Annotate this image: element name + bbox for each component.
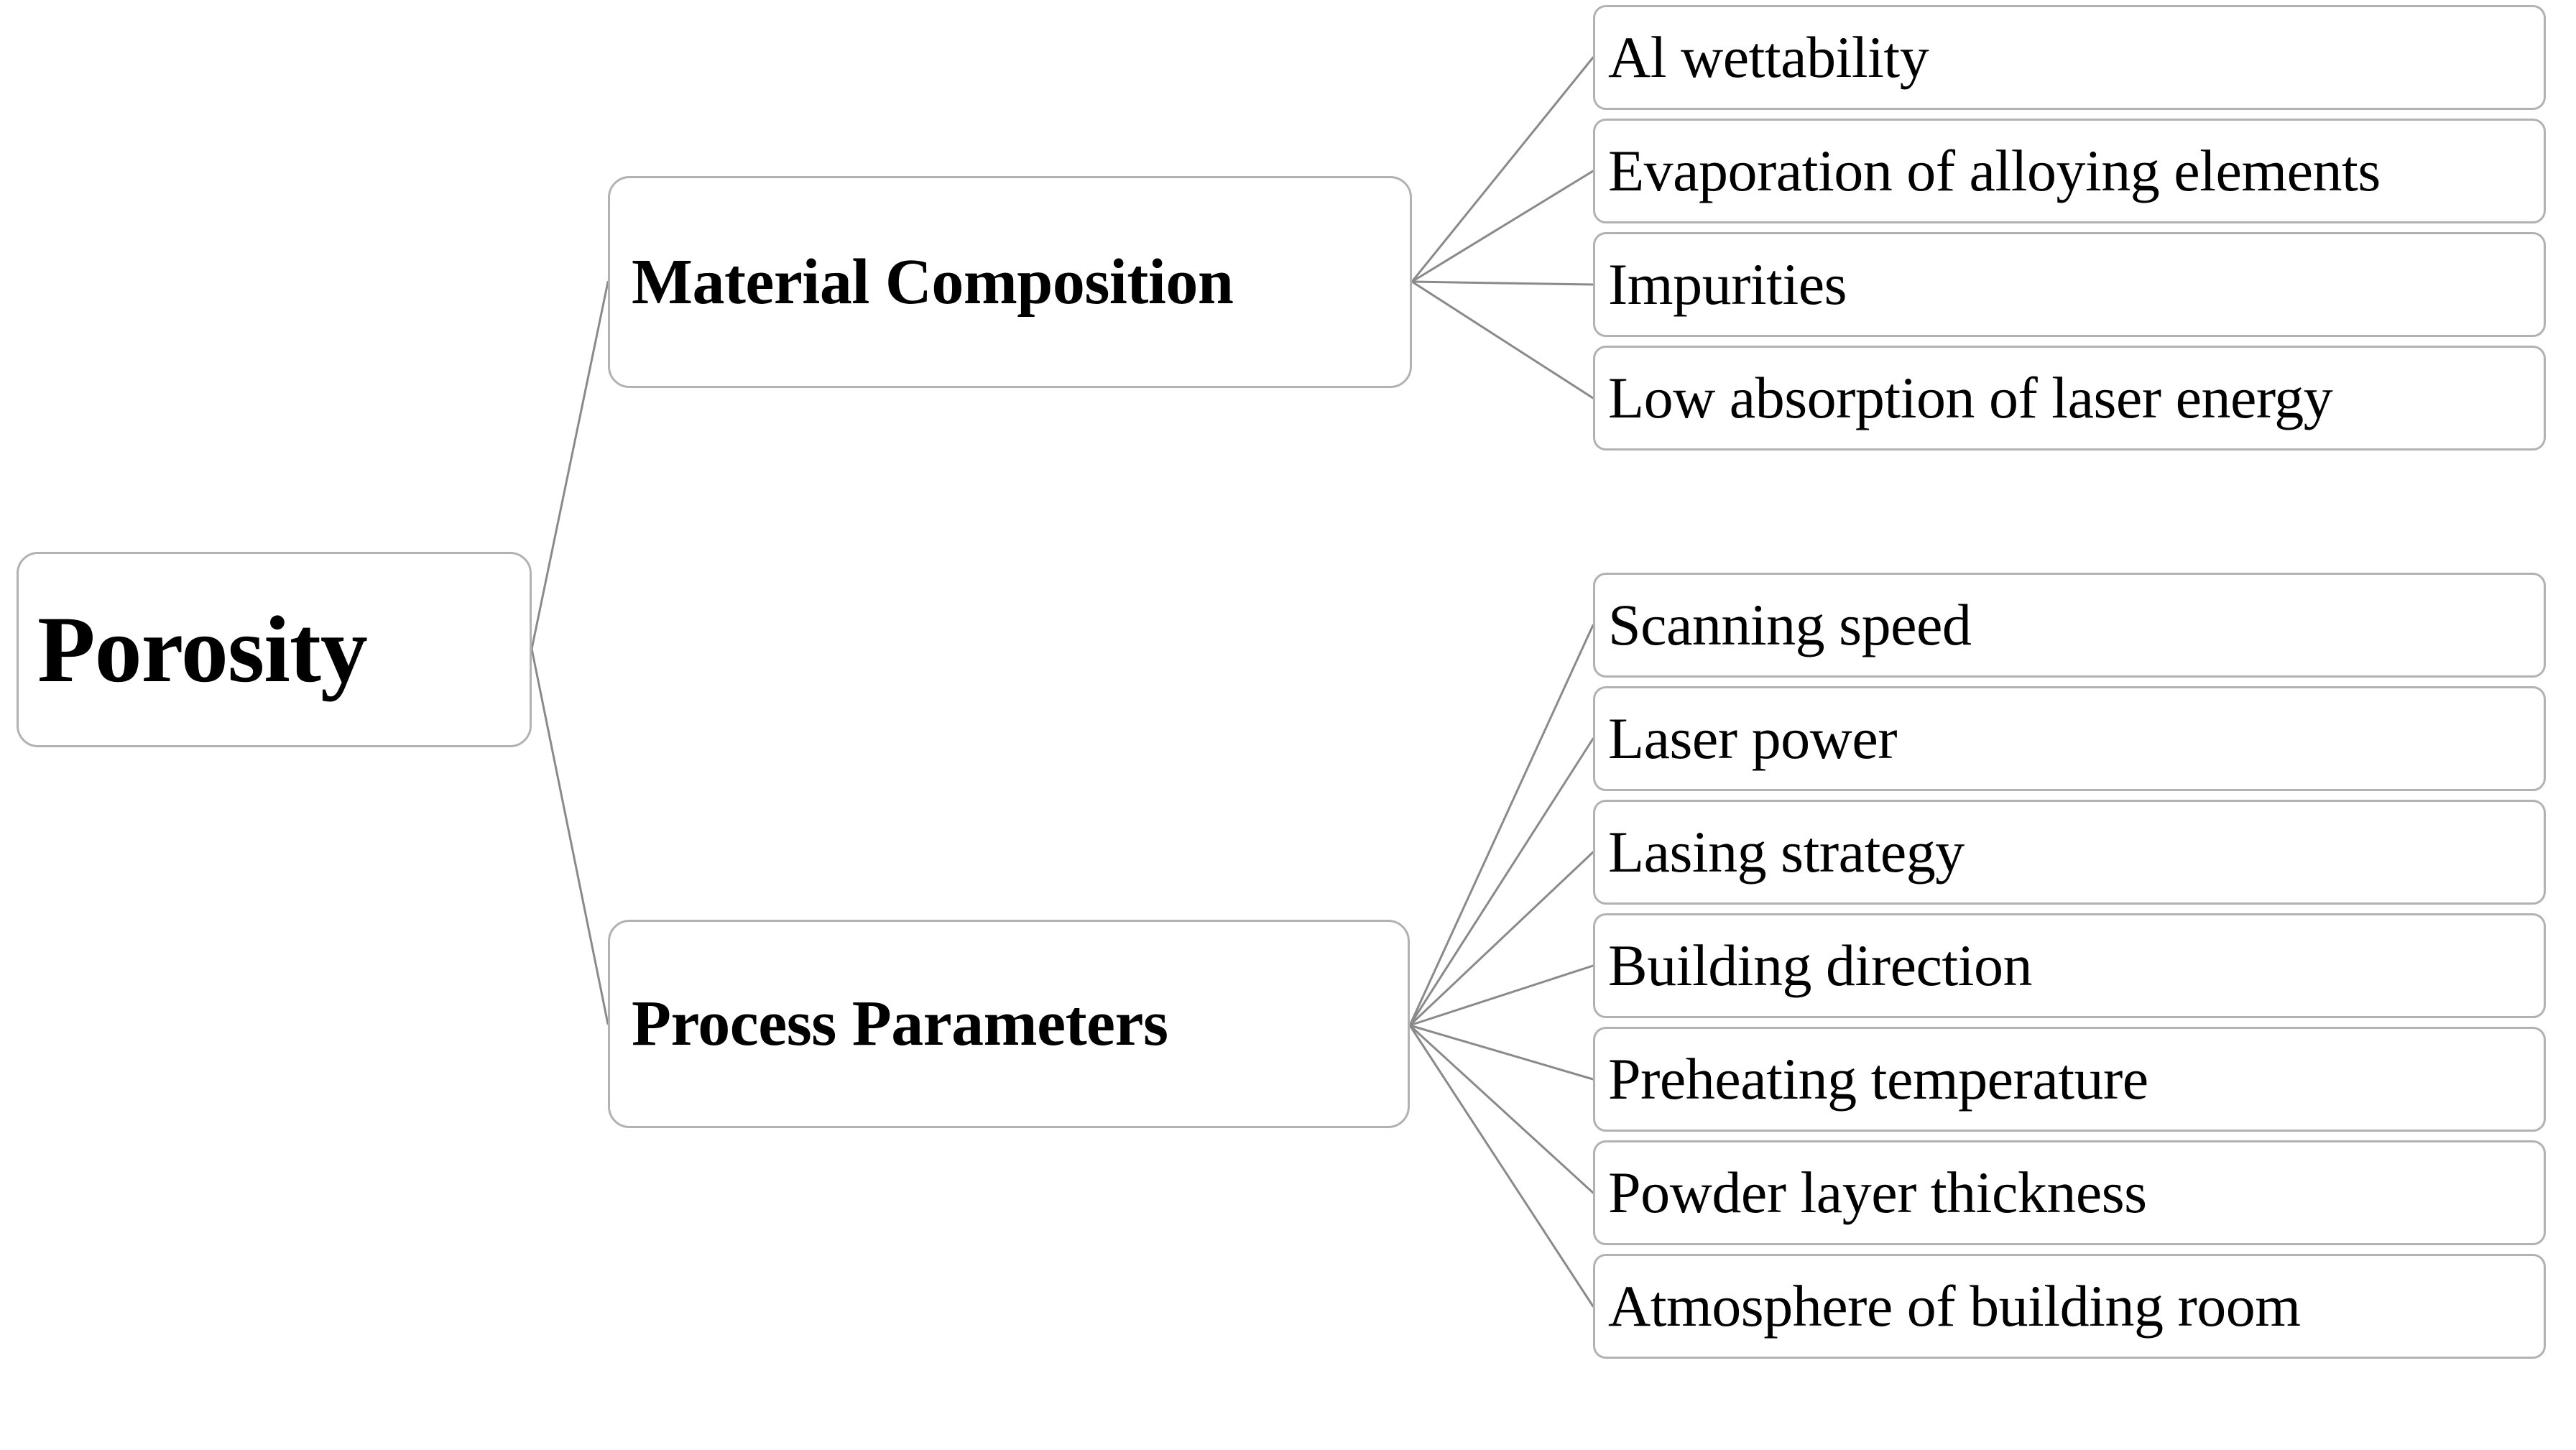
edge-root-to-material-composition (530, 281, 609, 650)
edge-process-parameters-to-scanning-speed (1408, 624, 1594, 1027)
branch-node-process-parameters-label: Process Parameters (632, 988, 1168, 1059)
leaf-node-scanning-speed[interactable]: Scanning speed (1593, 573, 2546, 678)
leaf-node-lasing-strategy[interactable]: Lasing strategy (1593, 800, 2546, 905)
leaf-node-lasing-strategy-label: Lasing strategy (1608, 819, 1965, 885)
leaf-node-laser-power-label: Laser power (1608, 706, 1898, 771)
branch-node-material-composition[interactable]: Material Composition (608, 176, 1412, 388)
leaf-node-building-direction[interactable]: Building direction (1593, 913, 2546, 1018)
root-node-porosity-label: Porosity (37, 596, 368, 702)
leaf-node-laser-power[interactable]: Laser power (1593, 686, 2546, 791)
root-node-porosity[interactable]: Porosity (17, 552, 532, 747)
leaf-node-preheating-temperature[interactable]: Preheating temperature (1593, 1027, 2546, 1132)
edge-material-composition-to-impurities (1411, 280, 1594, 286)
leaf-node-low-absorption-of-laser-energy-label: Low absorption of laser energy (1608, 365, 2333, 430)
branch-node-process-parameters[interactable]: Process Parameters (608, 920, 1410, 1128)
leaf-node-atmosphere-of-building-room[interactable]: Atmosphere of building room (1593, 1254, 2546, 1359)
edge-process-parameters-to-lasing-strategy (1408, 851, 1594, 1027)
leaf-node-impurities[interactable]: Impurities (1593, 232, 2546, 337)
leaf-node-al-wettability[interactable]: Al wettability (1593, 5, 2546, 110)
edge-material-composition-to-low-absorption-of-laser-energy (1411, 280, 1594, 400)
leaf-node-scanning-speed-label: Scanning speed (1608, 592, 1972, 657)
edge-root-to-process-parameters (530, 647, 609, 1025)
edge-process-parameters-to-atmosphere-of-building-room (1408, 1024, 1594, 1308)
leaf-node-al-wettability-label: Al wettability (1608, 24, 1929, 90)
leaf-node-evaporation-of-alloying-elements[interactable]: Evaporation of alloying elements (1593, 119, 2546, 223)
edge-material-composition-to-evaporation-of-alloying-elements (1411, 170, 1594, 283)
leaf-node-atmosphere-of-building-room-label: Atmosphere of building room (1608, 1273, 2301, 1339)
leaf-node-impurities-label: Impurities (1608, 251, 1847, 317)
leaf-node-powder-layer-thickness-label: Powder layer thickness (1608, 1160, 2147, 1225)
leaf-node-evaporation-of-alloying-elements-label: Evaporation of alloying elements (1608, 138, 2381, 203)
leaf-node-building-direction-label: Building direction (1608, 933, 2032, 998)
leaf-node-low-absorption-of-laser-energy[interactable]: Low absorption of laser energy (1593, 346, 2546, 451)
edge-process-parameters-to-building-direction (1408, 964, 1594, 1027)
branch-node-material-composition-label: Material Composition (632, 246, 1234, 318)
edge-process-parameters-to-preheating-temperature (1408, 1024, 1594, 1081)
edge-material-composition-to-al-wettability (1411, 56, 1594, 283)
leaf-node-powder-layer-thickness[interactable]: Powder layer thickness (1593, 1140, 2546, 1245)
edge-process-parameters-to-laser-power (1408, 737, 1594, 1027)
edge-process-parameters-to-powder-layer-thickness (1408, 1024, 1594, 1194)
leaf-node-preheating-temperature-label: Preheating temperature (1608, 1046, 2148, 1112)
